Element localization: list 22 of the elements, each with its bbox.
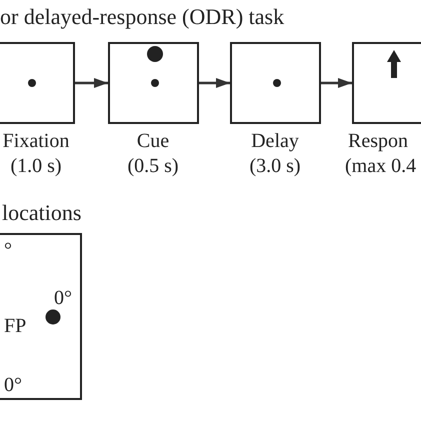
diagram-title: or delayed-response (ODR) task bbox=[0, 4, 284, 30]
angle-label: 0° bbox=[4, 375, 22, 395]
arrow bbox=[75, 78, 108, 88]
task-screen-box bbox=[108, 42, 199, 124]
arrow bbox=[321, 78, 352, 88]
phase-label: Respon bbox=[348, 130, 408, 153]
angle-label: ° bbox=[4, 240, 12, 260]
task-screen-box bbox=[0, 42, 75, 124]
task-screen-box bbox=[230, 42, 321, 124]
section-heading: locations bbox=[2, 200, 82, 226]
duration-label: (0.5 s) bbox=[127, 155, 179, 178]
task-screen-box bbox=[352, 42, 421, 124]
fixation-point-label: FP bbox=[4, 316, 26, 336]
phase-label: Cue bbox=[136, 130, 170, 153]
arrow bbox=[199, 78, 230, 88]
duration-label: (3.0 s) bbox=[249, 155, 301, 178]
phase-label: Fixation bbox=[2, 130, 70, 153]
angle-label: 0° bbox=[54, 288, 72, 308]
duration-label: (max 0.4 bbox=[345, 155, 416, 178]
phase-label: Delay bbox=[251, 130, 299, 153]
duration-label: (1.0 s) bbox=[10, 155, 62, 178]
target-location-box bbox=[0, 233, 82, 400]
